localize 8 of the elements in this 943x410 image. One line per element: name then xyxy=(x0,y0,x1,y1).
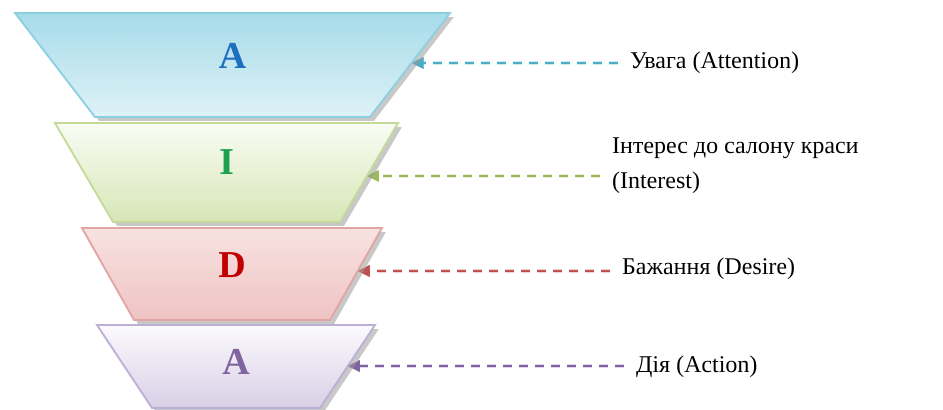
stage-label: Інтерес до салону краси (Interest) xyxy=(612,129,942,199)
dashed-arrow xyxy=(366,170,600,182)
stage-label: Увага (Attention) xyxy=(630,44,890,79)
dashed-arrow xyxy=(411,56,618,70)
dashed-arrow xyxy=(348,360,624,372)
dashed-arrow xyxy=(357,264,610,278)
stage-label: Дія (Action) xyxy=(636,348,836,383)
stage-label: Бажання (Desire) xyxy=(622,250,882,285)
